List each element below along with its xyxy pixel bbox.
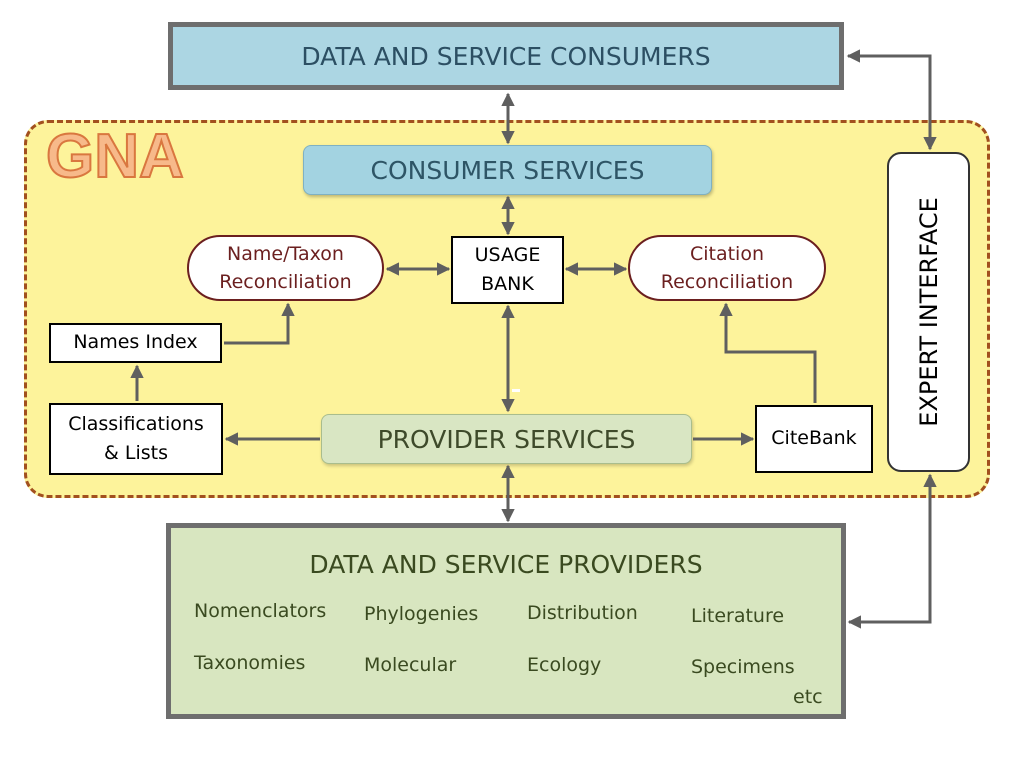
data-and-service-providers-box: DATA AND SERVICE PROVIDERS Nomenclators … — [166, 523, 846, 719]
provider-item-ecology: Ecology — [527, 654, 602, 676]
usage-bank-line1: USAGE — [474, 243, 541, 266]
arrow-citebank-citation-recon — [719, 302, 817, 403]
classifications-line1: Classifications — [68, 412, 204, 435]
providers-title: DATA AND SERVICE PROVIDERS — [309, 550, 703, 579]
provider-item-phylogenies: Phylogenies — [364, 603, 479, 625]
small-dash-mark — [512, 389, 520, 392]
citation-recon-line1: Citation — [689, 242, 765, 265]
citebank-node: CiteBank — [755, 405, 873, 473]
name-taxon-line2: Reconciliation — [219, 271, 352, 293]
citation-recon-line2: Reconciliation — [660, 271, 794, 293]
provider-item-literature: Literature — [691, 605, 785, 627]
citebank-label: CiteBank — [771, 427, 857, 450]
names-index-node: Names Index — [49, 323, 222, 363]
provider-item-etc: etc — [793, 686, 823, 708]
data-and-service-consumers-box: DATA AND SERVICE CONSUMERS — [168, 22, 844, 90]
provider-item-nomenclators: Nomenclators — [194, 600, 327, 622]
classifications-line2: & Lists — [104, 442, 168, 464]
provider-item-molecular: Molecular — [364, 654, 457, 676]
names-index-label: Names Index — [73, 331, 198, 354]
citation-reconciliation-node: Citation Reconciliation — [628, 235, 826, 301]
arrow-consumers-expert-interface — [846, 49, 937, 151]
provider-item-specimens: Specimens — [691, 656, 795, 678]
arrow-expert-interface-providers — [847, 473, 937, 629]
provider-services-box: PROVIDER SERVICES — [321, 414, 692, 464]
arrow-names-index-name-recon — [224, 302, 295, 345]
usage-bank-line2: BANK — [481, 273, 534, 295]
name-taxon-line1: Name/Taxon — [227, 242, 344, 265]
consumers-title: DATA AND SERVICE CONSUMERS — [301, 41, 711, 71]
name-taxon-reconciliation-node: Name/Taxon Reconciliation — [187, 235, 384, 301]
provider-item-distribution: Distribution — [527, 602, 638, 624]
consumer-services-label: CONSUMER SERVICES — [370, 155, 645, 185]
expert-interface-box: EXPERT INTERFACE — [887, 152, 970, 472]
gna-title: GNA — [45, 122, 185, 191]
consumer-services-box: CONSUMER SERVICES — [303, 145, 712, 195]
provider-services-label: PROVIDER SERVICES — [377, 424, 636, 454]
usage-bank-node: USAGE BANK — [451, 236, 564, 304]
provider-item-taxonomies: Taxonomies — [194, 652, 306, 674]
classifications-lists-node: Classifications & Lists — [49, 403, 223, 475]
